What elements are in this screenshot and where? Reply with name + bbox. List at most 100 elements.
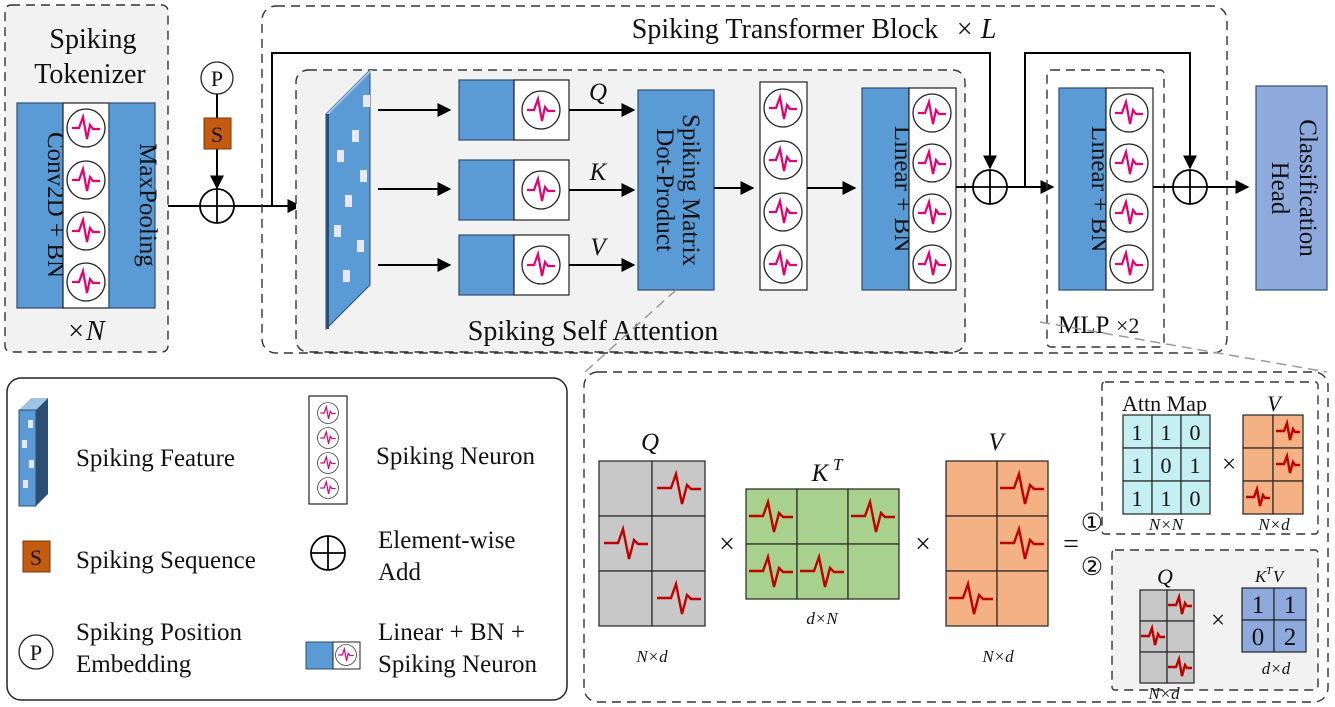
add-icon	[1172, 169, 1208, 205]
attn-cell: 0	[1190, 486, 1201, 511]
detail-kt-dims: d×N	[806, 609, 839, 628]
matrix-line2: Dot-Product	[651, 128, 678, 252]
svg-text:K: K	[1254, 567, 1268, 586]
linear-bn-neuron-icon	[305, 641, 361, 670]
legend: Spiking Feature Spiking Neuron S Spiking…	[6, 377, 568, 701]
legend-spiking-feature: Spiking Feature	[76, 445, 235, 472]
attn-map-title: Attn Map	[1122, 391, 1207, 416]
element-wise-add-icon	[310, 535, 346, 571]
q-matrix	[598, 460, 706, 627]
attn-cell: 1	[1132, 420, 1143, 445]
neuron-icon	[65, 159, 107, 201]
conv2d-bn-block	[16, 102, 64, 309]
ktv-cell: 0	[1252, 624, 1265, 651]
add-icon	[972, 169, 1008, 205]
detail-q-dims: N×d	[635, 647, 668, 666]
detail-kt-sup: T	[833, 455, 844, 474]
attn-cell: 1	[1190, 453, 1201, 478]
k-projection	[458, 159, 570, 221]
kt-matrix	[745, 488, 900, 600]
times-symbol: ×	[915, 529, 931, 560]
times-symbol: ×	[1211, 607, 1225, 634]
tokenizer-panel: Spiking Tokenizer Conv2D + BN MaxPooling…	[4, 4, 169, 353]
tokenizer-title-line2: Tokenizer	[34, 59, 146, 90]
tokenizer-repeat-var: N	[85, 316, 106, 347]
legend-lin-1: Linear + BN +	[378, 619, 525, 646]
q2-dims: N×d	[1147, 684, 1180, 703]
detail-q-label: Q	[641, 429, 659, 456]
ssa-title: Spiking Self Attention	[468, 316, 718, 347]
legend-spiking-neuron: Spiking Neuron	[376, 443, 536, 470]
attn-cell: 0	[1161, 453, 1172, 478]
legend-lin-2: Spiking Neuron	[378, 651, 538, 678]
legend-spiking-sequence: Spiking Sequence	[76, 547, 256, 574]
mlp-caption: MLP	[1058, 312, 1109, 339]
tokenizer-repeat-prefix: ×	[68, 316, 84, 347]
spiking-feature-slab	[325, 68, 373, 331]
ssa-linear-bn: Linear + BN	[861, 87, 957, 291]
q-projection	[458, 79, 570, 141]
v-projection	[458, 234, 570, 296]
transformer-title: Spiking Transformer Block	[632, 14, 938, 45]
matrix-line1: Spiking Matrix	[677, 114, 704, 267]
detail-v-dims: N×d	[981, 647, 1014, 666]
times-symbol: ×	[1222, 451, 1236, 478]
position-embedding-icon: P	[18, 634, 54, 670]
attn-cell: 0	[1190, 420, 1201, 445]
position-embedding: P S	[200, 61, 234, 190]
attn-dims: N×N	[1148, 515, 1185, 534]
tokenizer-title-line1: Spiking	[49, 24, 136, 55]
v-matrix	[945, 460, 1049, 627]
transformer-block: Spiking Transformer Block × L	[261, 5, 1228, 354]
detail-panel: Q N×d × K T d×N	[583, 371, 1329, 703]
v-label: V	[590, 234, 608, 261]
q2-label: Q	[1157, 564, 1173, 589]
neuron-icon	[65, 107, 107, 149]
spiking-sequence-icon	[22, 540, 51, 573]
svg-text:V: V	[1273, 567, 1286, 586]
ktv-cell: 1	[1284, 592, 1297, 619]
svg-text:T: T	[1266, 565, 1273, 577]
legend-element-wise-2: Add	[378, 559, 422, 586]
ktv-matrix: 1 1 0 2	[1241, 587, 1307, 653]
q2-matrix	[1139, 589, 1195, 684]
option-1-marker: ①	[1081, 510, 1103, 537]
neuron-icon	[65, 261, 107, 303]
v2-dims: N×d	[1257, 515, 1290, 534]
classification-head: Classification Head	[1255, 85, 1328, 291]
k-label: K	[589, 159, 608, 186]
legend-pos-1: Spiking Position	[76, 619, 243, 646]
attn-map-matrix: 1 1 0 1 0 1 1 1 0	[1122, 414, 1211, 515]
s-symbol: S	[211, 122, 223, 147]
v2-matrix	[1242, 414, 1304, 515]
legend-p-symbol: P	[30, 640, 42, 665]
ktv-dims: d×d	[1262, 659, 1291, 678]
maxpooling-block	[108, 102, 156, 309]
ssa-neurons	[759, 81, 808, 291]
matrix-dot-product-block: Spiking Matrix Dot-Product	[637, 89, 715, 291]
attn-cell: 1	[1132, 453, 1143, 478]
q-label: Q	[589, 79, 607, 106]
attn-cell: 1	[1161, 420, 1172, 445]
attn-cell: 1	[1132, 486, 1143, 511]
transformer-repeat: × L	[955, 14, 996, 45]
option-2-marker: ②	[1081, 554, 1103, 581]
legend-element-wise-1: Element-wise	[378, 527, 515, 554]
spiking-neuron-icon	[308, 395, 348, 505]
detail-kt-label: K	[811, 460, 830, 487]
p-symbol: P	[211, 66, 223, 91]
legend-pos-2: Embedding	[76, 651, 192, 678]
maxpooling-label: MaxPooling	[134, 143, 161, 267]
times-symbol: ×	[719, 529, 735, 560]
ktv-cell: 1	[1252, 592, 1265, 619]
head-line1: Classification	[1294, 119, 1321, 257]
v2-label: V	[1267, 391, 1283, 416]
option-1-box	[1101, 381, 1319, 535]
legend-s-symbol: S	[30, 545, 42, 570]
equals-symbol: =	[1063, 529, 1079, 560]
mlp-panel: Linear + BN MLP ×2	[1046, 69, 1165, 348]
neuron-icon	[65, 210, 107, 252]
ktv-cell: 2	[1284, 624, 1297, 651]
head-line2: Head	[1266, 162, 1293, 215]
attn-cell: 1	[1161, 486, 1172, 511]
